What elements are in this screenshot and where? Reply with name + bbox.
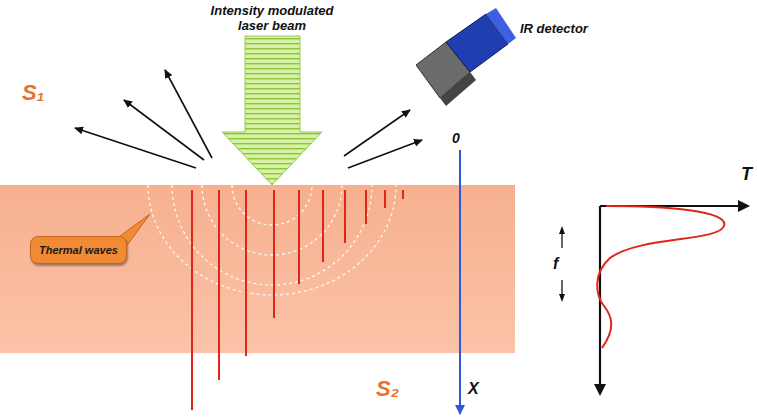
f-arrows	[559, 226, 565, 302]
temperature-curve	[597, 206, 724, 348]
surface-label: S₂	[376, 376, 399, 401]
detector-label: IR detector	[520, 22, 588, 37]
reflected-rays	[75, 70, 422, 168]
frequency-label: f	[553, 255, 558, 273]
laser-label: Intensity modulated laser beam	[197, 4, 347, 34]
ir-detector-icon	[416, 8, 516, 106]
axis-label: X	[468, 380, 479, 398]
surface-label: S₁	[22, 80, 44, 105]
axis-label: T	[741, 164, 752, 185]
laser-arrow	[222, 36, 322, 185]
origin-label: 0	[452, 130, 460, 146]
wave-fronts	[148, 185, 396, 295]
thermal-wave-lines	[192, 190, 403, 410]
sample-slab	[0, 185, 515, 353]
callout-box: Thermal waves	[30, 236, 127, 264]
callout-text: Thermal waves	[39, 244, 118, 256]
depth-axis	[459, 150, 461, 414]
graph-axes	[594, 200, 750, 396]
